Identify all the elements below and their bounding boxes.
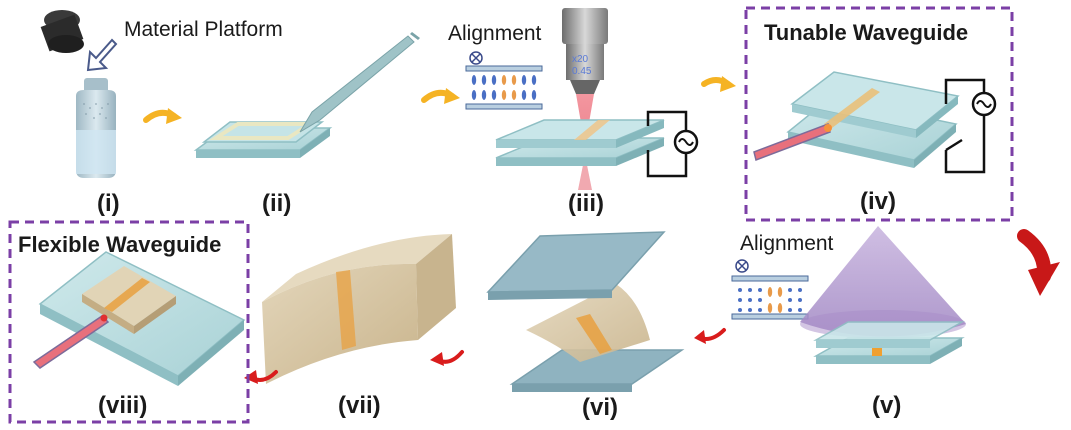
switch-icon — [944, 78, 997, 174]
step-v-cone — [731, 226, 966, 364]
step-vi-peeling — [486, 231, 685, 392]
step-vii-flexible-film — [262, 234, 456, 384]
step-label-iv: (iv) — [860, 188, 896, 215]
input-fiber — [753, 123, 831, 161]
step-viii-flexible-waveguide — [32, 251, 246, 386]
step-iv-tunable — [753, 71, 997, 174]
step-label-ii: (ii) — [262, 190, 292, 217]
step-ii-coating — [193, 32, 420, 158]
step-label-vi: (vi) — [582, 394, 618, 421]
cap-icon — [40, 10, 84, 53]
flexible-waveguide-box — [8, 220, 250, 424]
step-label-iii: (iii) — [568, 190, 604, 217]
flexible-waveguide-title: Flexible Waveguide — [18, 232, 222, 257]
step-i-material — [40, 10, 118, 178]
objective-na-label: 0.45 — [572, 66, 592, 77]
down-arrow-icon — [86, 38, 118, 72]
material-platform-label: Material Platform — [124, 18, 283, 41]
objective-lens-icon: x20 0.45 — [562, 8, 608, 94]
waveguide-channel — [824, 88, 880, 128]
spatula-icon — [299, 32, 420, 133]
process-arrow-1-head — [166, 108, 182, 124]
step-label-v: (v) — [872, 392, 902, 419]
vial-icon — [76, 78, 116, 178]
step-label-i: (i) — [97, 190, 120, 217]
ac-source-icon — [646, 110, 699, 178]
objective-mag-label: x20 — [572, 54, 589, 65]
written-channel — [574, 120, 610, 140]
input-fiber-2 — [32, 315, 110, 369]
step-iii-writing: x20 0.45 — [465, 8, 699, 190]
step-label-vii: (vii) — [338, 392, 381, 419]
tunable-waveguide-title: Tunable Waveguide — [764, 20, 969, 45]
alignment-label-2: Alignment — [740, 232, 834, 255]
laser-beam — [576, 94, 594, 140]
alignment-cell-2-icon — [731, 259, 809, 320]
alignment-cell-icon — [465, 51, 543, 110]
alignment-label-1: Alignment — [448, 22, 542, 45]
step-label-viii: (viii) — [98, 392, 148, 419]
